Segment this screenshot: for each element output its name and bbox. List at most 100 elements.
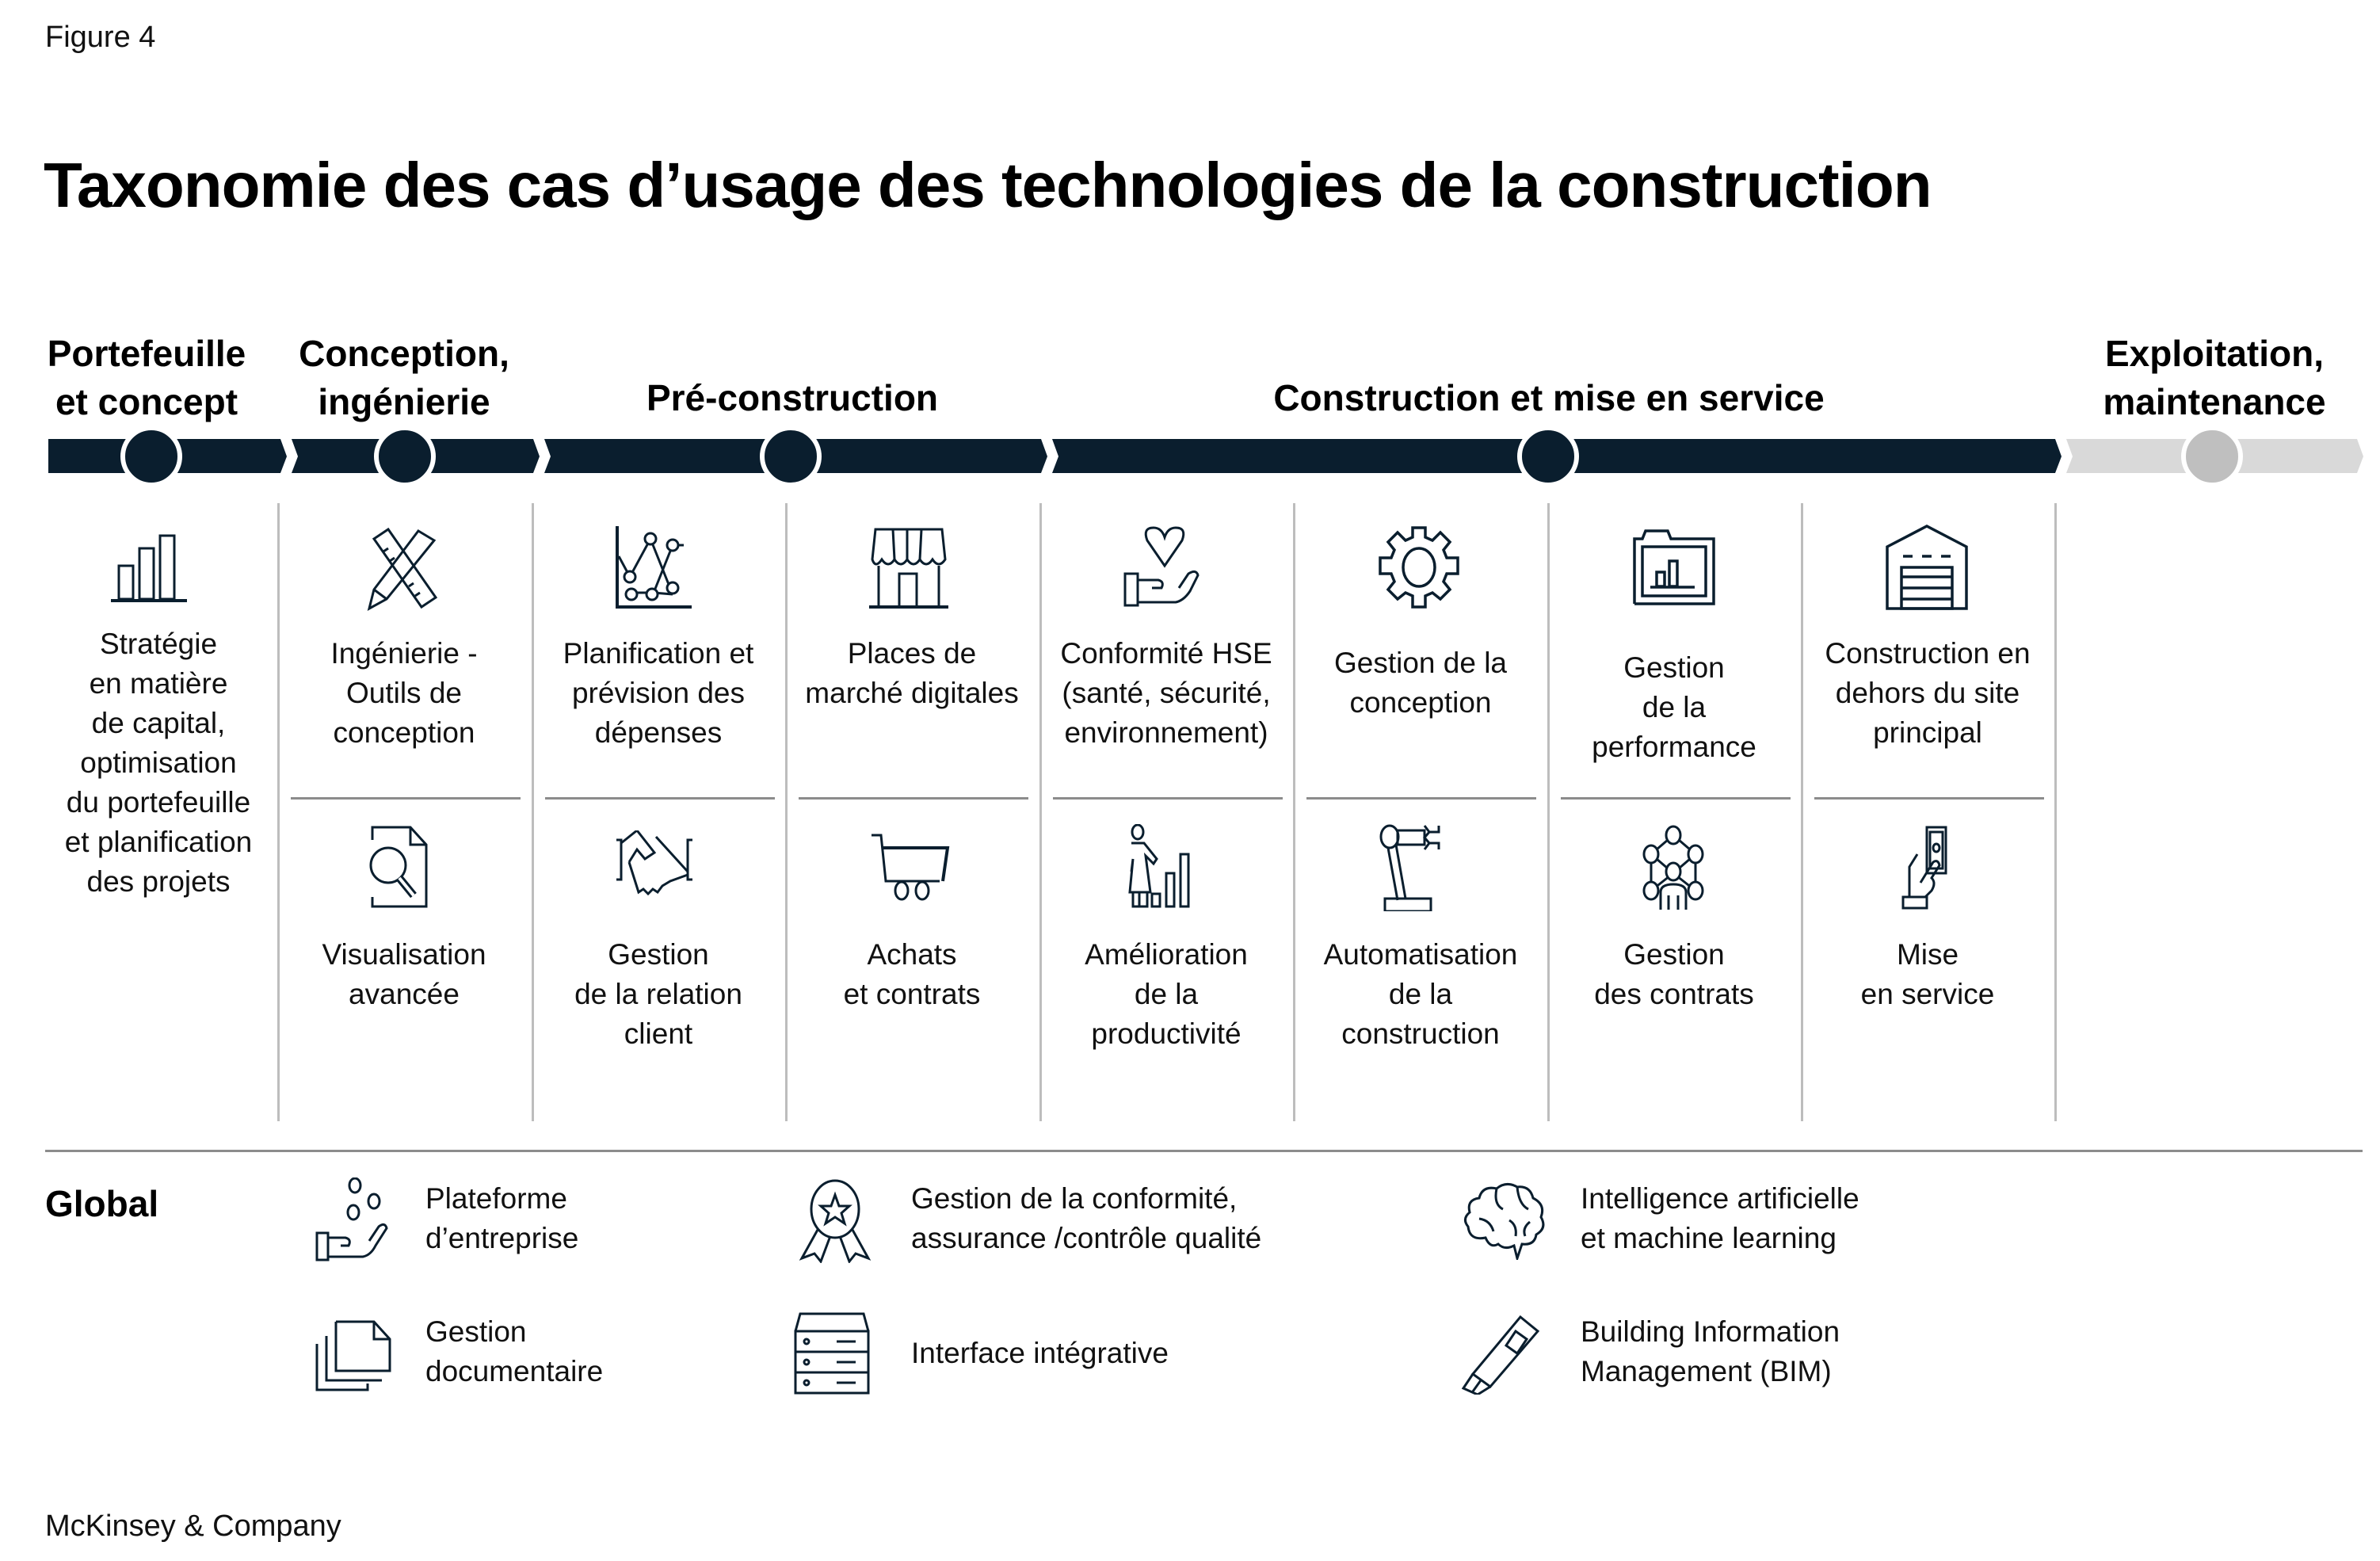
- text-line: marché digitales: [805, 677, 1019, 709]
- row-divider: [291, 797, 521, 800]
- text-line: des projets: [86, 865, 231, 898]
- phase-label-line: maintenance: [2103, 381, 2326, 422]
- text-line: Interface intégrative: [911, 1337, 1169, 1369]
- robot-arm-icon: [1379, 824, 1458, 911]
- use-case-client-relations: Gestion de la relation client: [540, 935, 777, 1054]
- text-line: Visualisation: [322, 938, 486, 971]
- heart-hand-icon: [1120, 525, 1207, 612]
- text-line: documentaire: [425, 1355, 604, 1387]
- person-growth-chart-icon: [1125, 824, 1204, 911]
- document-search-icon: [364, 824, 436, 911]
- phase-label-line: Conception,: [299, 333, 509, 374]
- row-divider: [1561, 797, 1791, 800]
- text-line: Management (BIM): [1581, 1355, 1832, 1387]
- use-case-advanced-visualization: Visualisation avancée: [285, 935, 523, 1014]
- phase-label-line: ingénierie: [318, 381, 490, 422]
- text-line: Plateforme: [425, 1182, 567, 1215]
- line-chart-icon: [614, 525, 693, 612]
- phase-label-line: Portefeuille: [47, 333, 246, 374]
- global-divider: [45, 1150, 2363, 1152]
- use-case-capital-strategy: Stratégie en matière de capital, optimis…: [48, 624, 269, 902]
- global-item-ai-ml: Intelligence artificielle et machine lea…: [1581, 1179, 1859, 1258]
- text-line: conception: [333, 716, 475, 749]
- global-item-integration-interface: Interface intégrative: [911, 1334, 1169, 1373]
- use-case-performance-management: Gestion de la performance: [1555, 648, 1793, 767]
- row-divider: [545, 797, 775, 800]
- text-line: de capital,: [91, 707, 226, 739]
- column-divider: [277, 503, 280, 1121]
- hand-banknote-icon: [1901, 824, 1965, 911]
- text-line: Gestion: [425, 1315, 527, 1348]
- row-divider: [1306, 797, 1536, 800]
- text-line: (santé, sécurité,: [1062, 677, 1271, 709]
- text-line: et machine learning: [1581, 1222, 1836, 1254]
- text-line: et planification: [64, 826, 253, 858]
- text-line: conception: [1349, 686, 1492, 719]
- use-case-digital-marketplaces: Places de marché digitales: [793, 634, 1031, 713]
- phase-label-line: Construction et mise en service: [1273, 377, 1825, 418]
- text-line: et contrats: [843, 978, 981, 1010]
- text-line: Mise: [1896, 938, 1959, 971]
- page-title: Taxonomie des cas d’usage des technologi…: [44, 150, 1932, 220]
- timeline-segment-design: [292, 439, 540, 473]
- phase-label-line: Exploitation,: [2105, 333, 2324, 374]
- text-line: Achats: [867, 938, 957, 971]
- use-case-procurement: Achats et contrats: [793, 935, 1031, 1014]
- global-item-compliance-qa: Gestion de la conformité, assurance /con…: [911, 1179, 1261, 1258]
- milestone-preconstruction: [760, 426, 822, 487]
- bar-chart-icon: [109, 532, 189, 604]
- text-line: Ingénierie -: [330, 637, 478, 670]
- use-case-hse-compliance: Conformité HSE (santé, sécurité, environ…: [1047, 634, 1285, 753]
- timeline-segment-preconstruction: [544, 439, 1047, 473]
- global-item-bim: Building Information Management (BIM): [1581, 1312, 1840, 1391]
- figure-label: Figure 4: [45, 21, 156, 54]
- text-line: Building Information: [1581, 1315, 1840, 1348]
- text-line: en service: [1860, 978, 1995, 1010]
- text-line: performance: [1592, 731, 1756, 763]
- column-divider: [1801, 503, 1803, 1121]
- text-line: de la: [1388, 978, 1453, 1010]
- warehouse-icon: [1886, 525, 1968, 612]
- phase-label-preconstruction: Pré-construction: [555, 374, 1030, 422]
- milestone-portfolio: [120, 426, 182, 487]
- text-line: dépenses: [594, 716, 723, 749]
- global-item-enterprise-platform: Plateforme d’entreprise: [425, 1179, 578, 1258]
- text-line: construction: [1341, 1017, 1500, 1050]
- ruler-pencil-icon: [358, 525, 445, 612]
- text-line: productivité: [1091, 1017, 1241, 1050]
- text-line: Gestion de la: [1333, 647, 1508, 679]
- timeline-segment-construction: [1052, 439, 2062, 473]
- phase-label-portfolio: Portefeuille et concept: [32, 330, 261, 426]
- award-ribbon-icon: [795, 1176, 875, 1263]
- milestone-operations: [2181, 426, 2243, 487]
- text-line: Gestion: [608, 938, 709, 971]
- milestone-construction: [1517, 426, 1579, 487]
- phase-label-operations: Exploitation, maintenance: [2076, 330, 2353, 426]
- use-case-engineering-tools: Ingénierie - Outils de conception: [285, 634, 523, 753]
- text-line: de la: [1134, 978, 1199, 1010]
- global-section-title: Global: [45, 1183, 159, 1224]
- hand-coins-icon: [315, 1177, 395, 1265]
- bim-pen-icon: [1462, 1315, 1541, 1395]
- phase-label-line: et concept: [55, 381, 238, 422]
- timeline-segments: [48, 439, 2363, 473]
- phase-label-construction: Construction et mise en service: [1149, 374, 1949, 422]
- text-line: avancée: [349, 978, 460, 1010]
- text-line: du portefeuille: [66, 786, 251, 819]
- text-line: Planification et: [563, 637, 754, 670]
- text-line: principal: [1873, 716, 1982, 749]
- network-person-icon: [1632, 824, 1714, 911]
- column-divider: [1547, 503, 1550, 1121]
- column-divider: [2054, 503, 2057, 1121]
- text-line: Outils de: [345, 677, 462, 709]
- text-line: Intelligence artificielle: [1581, 1182, 1859, 1215]
- storefront-icon: [869, 525, 948, 612]
- milestone-design: [374, 426, 436, 487]
- use-case-contract-management: Gestion des contrats: [1555, 935, 1793, 1014]
- text-line: dehors du site: [1835, 677, 2020, 709]
- text-line: Places de: [847, 637, 977, 670]
- row-divider: [799, 797, 1028, 800]
- text-line: de la: [1642, 691, 1707, 723]
- text-line: environnement): [1064, 716, 1268, 749]
- text-line: Stratégie: [99, 628, 218, 660]
